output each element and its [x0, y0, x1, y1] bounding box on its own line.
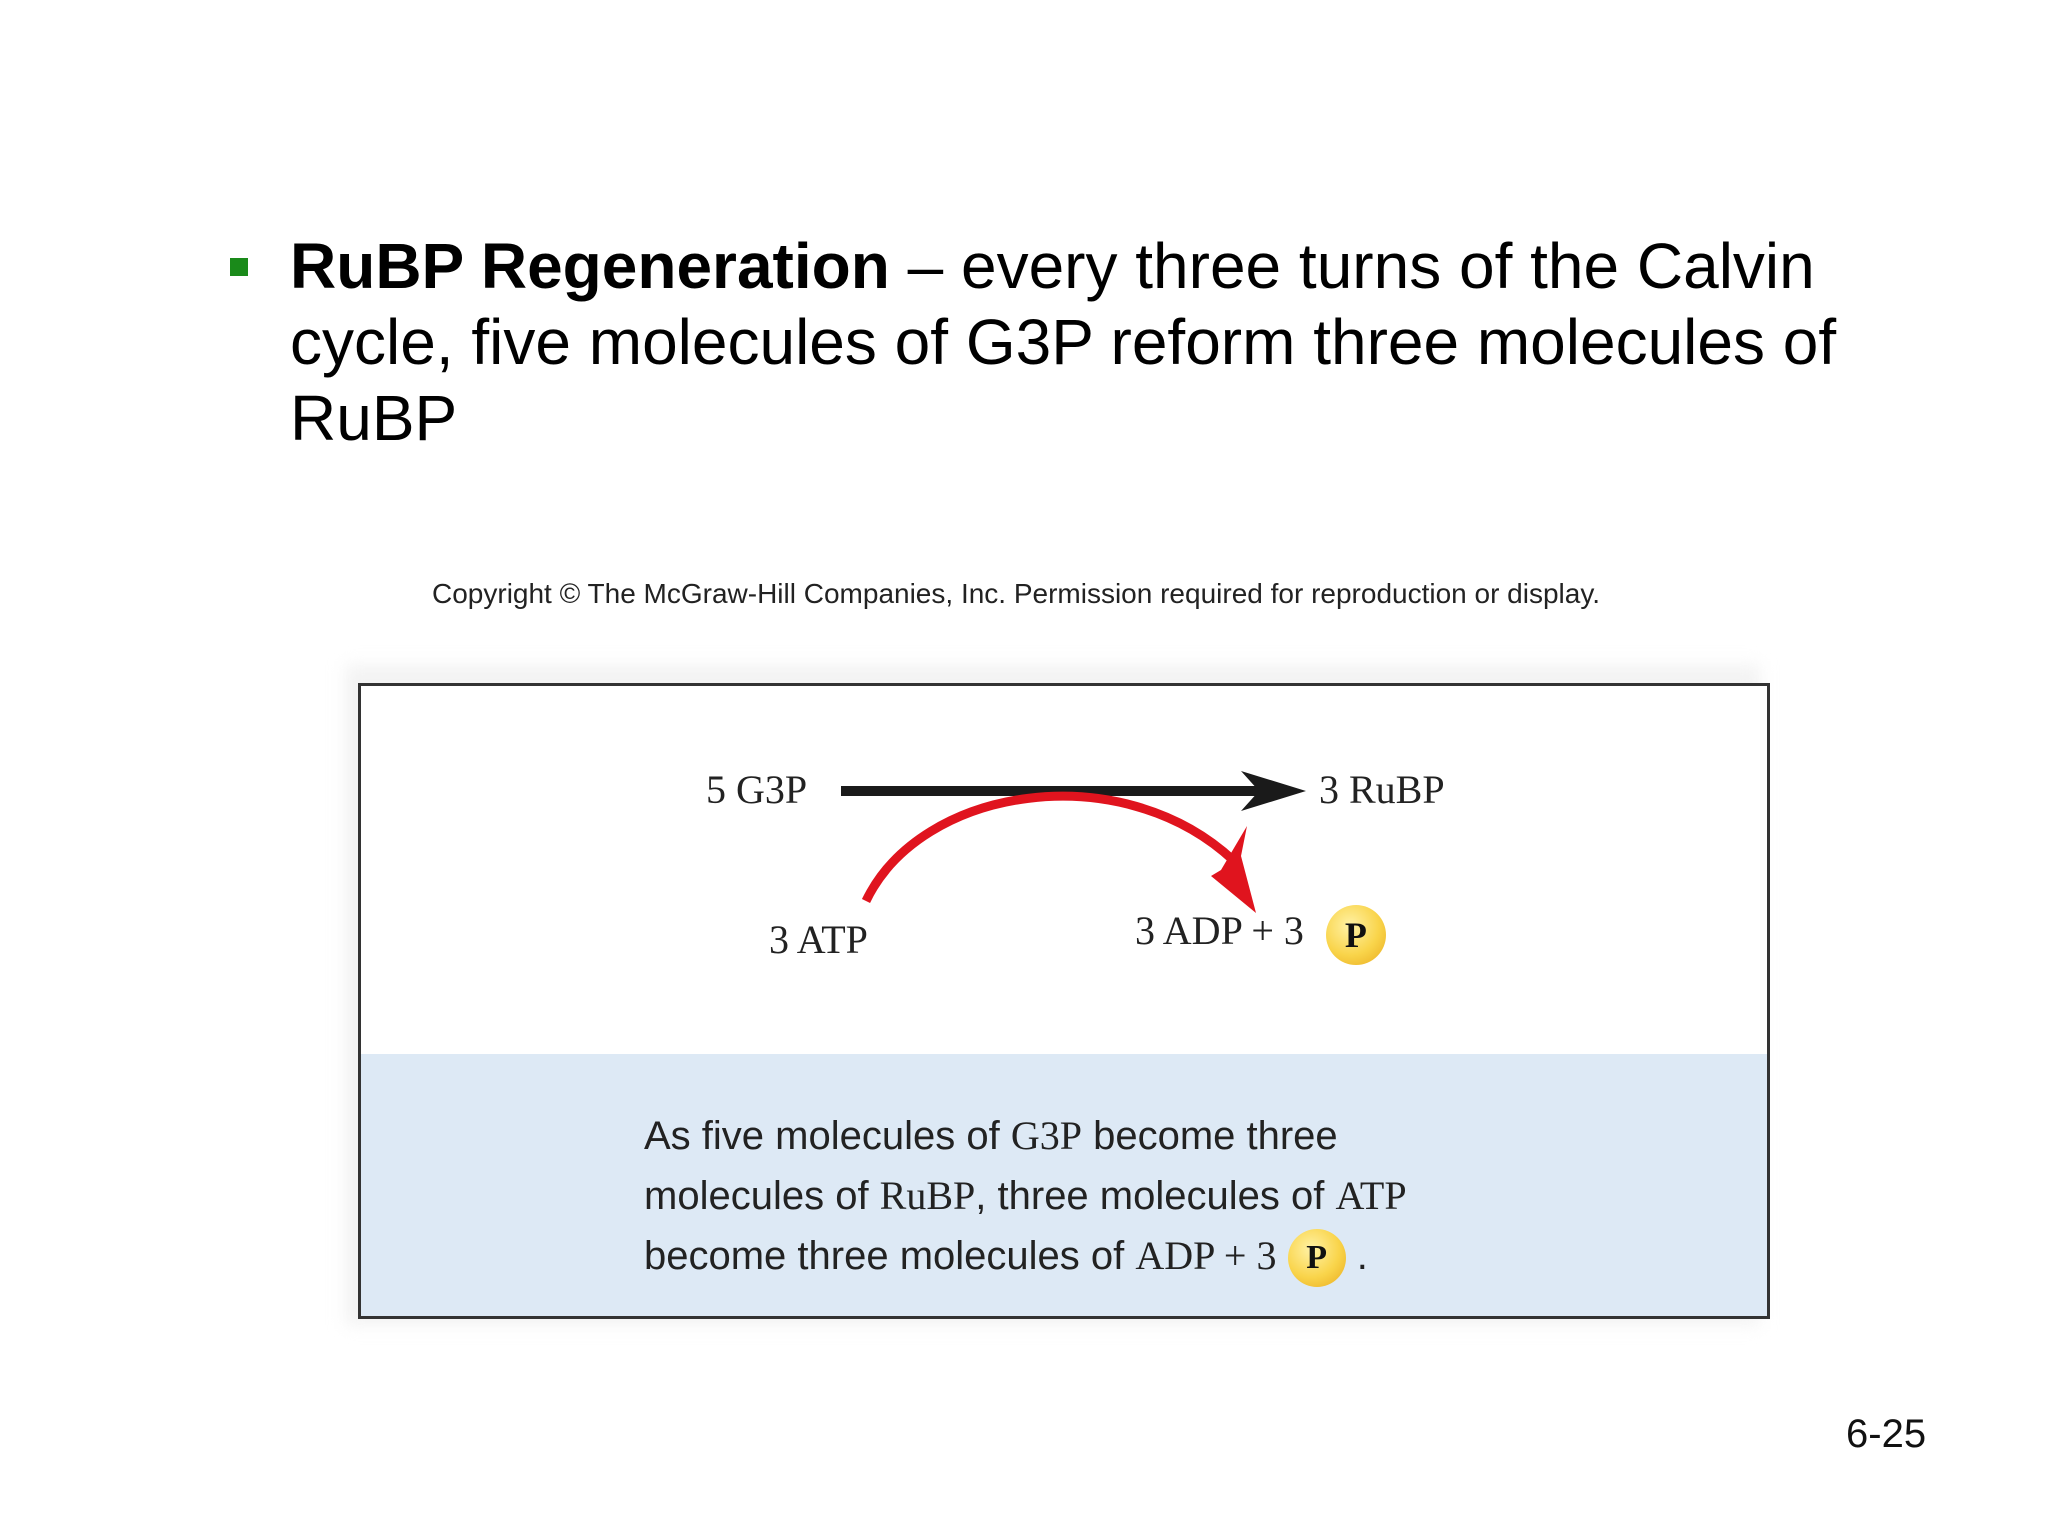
caption-term-g3p: G3P: [1010, 1113, 1082, 1158]
copyright-notice: Copyright © The McGraw-Hill Companies, I…: [432, 578, 1601, 609]
atp-label: 3 ATP: [769, 917, 868, 962]
bullet-square-icon: [230, 258, 248, 276]
caption-term-atp: ATP: [1335, 1173, 1407, 1218]
caption-text: As five molecules of: [644, 1114, 1011, 1158]
caption-term-adp: ADP + 3: [1135, 1233, 1277, 1278]
caption-line-1: As five molecules of G3P become three: [644, 1106, 1644, 1166]
phosphate-icon: P: [1325, 905, 1386, 965]
energy-arrowhead: [1211, 826, 1256, 913]
bullet-heading: RuBP Regeneration: [290, 230, 890, 302]
slide-number: 6-25: [1846, 1412, 1927, 1456]
caption-line-3: become three molecules of ADP + 3 P .: [644, 1226, 1644, 1288]
bullet-body: – every three turns of the Calvin cycle,…: [290, 230, 1837, 454]
caption-text: become three: [1081, 1114, 1338, 1158]
rubp-regeneration-figure: 5 G3P 3 RuBP 3 ATP 3 ADP + 3 P As five m…: [358, 683, 1770, 1319]
caption-panel: As five molecules of G3P become three mo…: [361, 1054, 1767, 1316]
adp-text: 3 ADP + 3: [1135, 908, 1304, 954]
caption-period: .: [1356, 1234, 1368, 1278]
main-arrowhead: [1241, 771, 1306, 811]
bullet-text: RuBP Regeneration – every three turns of…: [290, 228, 1950, 456]
figure-caption: As five molecules of G3P become three mo…: [644, 1106, 1644, 1288]
phosphate-icon: P: [1287, 1229, 1346, 1288]
caption-text: , three molecules of: [975, 1174, 1336, 1218]
energy-arrow: [861, 791, 1237, 903]
adp-label: 3 ADP + 3 P: [1135, 905, 1386, 965]
reactant-label: 5 G3P: [706, 767, 808, 812]
reaction-arrows: [841, 771, 1306, 913]
caption-term-rubp: RuBP: [879, 1173, 976, 1218]
caption-line-2: molecules of RuBP, three molecules of AT…: [644, 1166, 1644, 1226]
caption-text: become three molecules of: [644, 1234, 1136, 1278]
caption-text: molecules of: [644, 1174, 880, 1218]
product-label: 3 RuBP: [1319, 767, 1445, 812]
